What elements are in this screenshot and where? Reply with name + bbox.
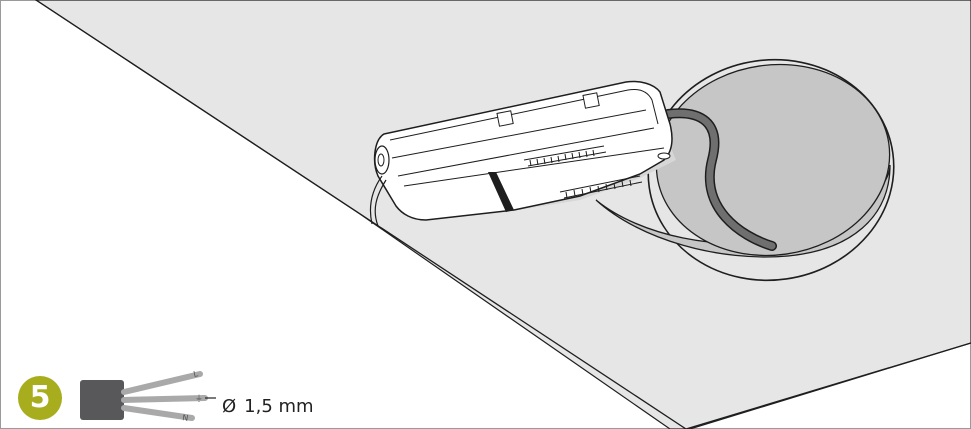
- device-vent-slots: [529, 149, 632, 199]
- device-vent-upper: [523, 145, 607, 167]
- device-clip-right: [582, 92, 600, 109]
- device-wire-1: [369, 175, 383, 225]
- device-body: [373, 80, 673, 221]
- device-top-edge: [389, 89, 659, 141]
- wire-label-earth: ⏚: [195, 394, 203, 403]
- device-separator: [488, 172, 514, 212]
- device-end-cap-hole: [377, 153, 385, 167]
- device-wire-2: [374, 179, 387, 227]
- diameter-symbol: Ø: [222, 396, 237, 417]
- device-vent-lower: [559, 175, 643, 199]
- cable-jacket: [80, 380, 124, 420]
- supply-cable-fill: [664, 109, 776, 250]
- cable-wires: [121, 371, 208, 421]
- device-clip-left: [496, 110, 514, 127]
- cable-diameter-label: Ø 1,5 mm: [222, 398, 314, 416]
- ceiling-edge-line: [35, 0, 687, 429]
- device-right-hole: [657, 152, 671, 160]
- diameter-value: 1,5 mm: [244, 396, 314, 417]
- device-front-edge: [391, 109, 665, 187]
- wire-label-n: N: [182, 413, 189, 423]
- wire-label-l: L: [193, 369, 200, 379]
- step-number-badge: 5: [18, 376, 62, 420]
- ceiling-right-edge-line: [685, 342, 971, 429]
- step-number: 5: [29, 380, 51, 415]
